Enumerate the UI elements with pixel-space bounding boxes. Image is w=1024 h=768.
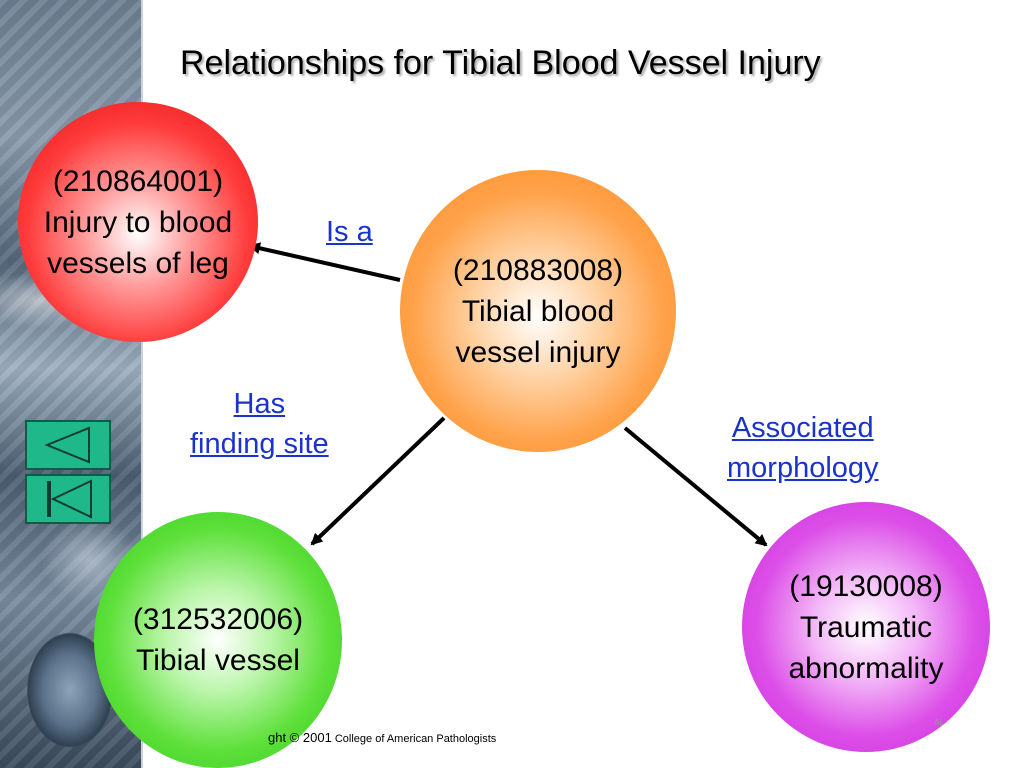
copyright-footer: ght © 2001 College of American Pathologi… xyxy=(268,730,496,745)
concept-code: (210883008) xyxy=(452,253,624,287)
concept-tibial-vessel: (312532006) Tibial vessel xyxy=(94,512,342,768)
concept-label-line1: Traumatic xyxy=(799,610,933,644)
concept-label-line1: Injury to blood xyxy=(43,205,233,239)
concept-label-line2: vessels of leg xyxy=(47,246,229,280)
link-associated-morphology-line1: Associated xyxy=(731,412,874,444)
concept-injury-to-blood-vessels-of-leg: (210864001) Injury to blood vessels of l… xyxy=(18,102,258,342)
first-slide-button[interactable] xyxy=(25,474,111,524)
skip-to-start-icon xyxy=(47,479,92,519)
link-associated-morphology[interactable]: Associated morphology xyxy=(727,408,879,488)
triangle-left-icon xyxy=(44,426,90,464)
concept-label-line2: abnormality xyxy=(788,651,944,685)
copyright-prefix: ght © 2001 xyxy=(268,730,332,745)
copyright-org: College of American Pathologists xyxy=(334,733,497,745)
arrow-associated-morphology xyxy=(623,426,768,547)
concept-label-line1: Tibial vessel xyxy=(136,644,300,677)
concept-label-line1: Tibial blood xyxy=(461,294,615,328)
slide-title: Relationships for Tibial Blood Vessel In… xyxy=(180,44,821,82)
corner-mark: AL xyxy=(934,718,944,727)
link-has-finding-site-line1: Has xyxy=(233,388,286,420)
link-has-finding-site[interactable]: Has finding site xyxy=(190,384,329,464)
concept-traumatic-abnormality: (19130008) Traumatic abnormality xyxy=(742,502,990,752)
concept-code: (210864001) xyxy=(52,164,224,198)
link-associated-morphology-line2: morphology xyxy=(727,452,879,484)
link-is-a[interactable]: Is a xyxy=(326,212,373,252)
concept-tibial-blood-vessel-injury: (210883008) Tibial blood vessel injury xyxy=(400,170,676,452)
link-is-a-text: Is a xyxy=(326,216,373,248)
arrow-is-a xyxy=(248,242,401,282)
concept-code: (312532006) xyxy=(132,603,304,636)
concept-label-line2: vessel injury xyxy=(455,335,621,369)
link-has-finding-site-line2: finding site xyxy=(190,428,329,460)
concept-code: (19130008) xyxy=(789,569,943,603)
previous-slide-button[interactable] xyxy=(25,420,111,470)
arrow-has-finding-site xyxy=(310,416,446,546)
strip-divider xyxy=(141,0,143,768)
